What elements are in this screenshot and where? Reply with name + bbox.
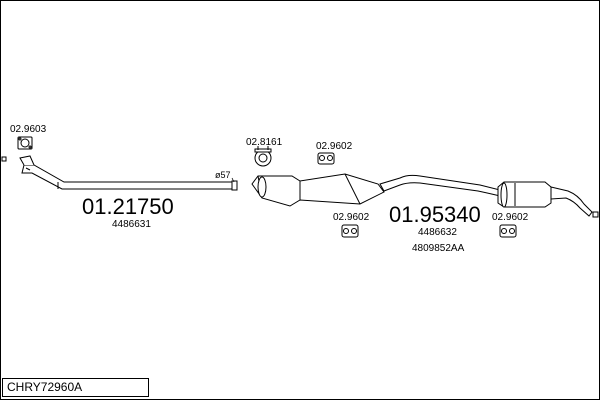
pipe-start-flange bbox=[1, 156, 7, 162]
rubber-mount-icon bbox=[317, 152, 335, 165]
pipe-end-sleeve bbox=[231, 180, 238, 191]
oem-number: 4486632 bbox=[418, 227, 457, 238]
diameter-marker: ø57 bbox=[215, 170, 235, 183]
accessory-part-number: 02.8161 bbox=[246, 137, 283, 148]
rear-silencer bbox=[497, 181, 552, 208]
accessory-part-number: 02.9602 bbox=[316, 141, 353, 152]
section-reference: 01.95340 bbox=[389, 202, 481, 227]
front-pipe bbox=[1, 155, 238, 191]
gasket-icon bbox=[17, 136, 33, 150]
diameter-label: ø57 bbox=[215, 170, 231, 180]
middle-pipe bbox=[379, 174, 501, 197]
diagram-code-box: CHRY72960A bbox=[2, 378, 149, 397]
accessory-part-number: 02.9602 bbox=[492, 212, 529, 223]
tail-pipe-end bbox=[592, 211, 599, 218]
diagram-code: CHRY72960A bbox=[7, 380, 83, 394]
accessory-part-number: 02.9602 bbox=[333, 212, 370, 223]
front-silencer bbox=[251, 173, 385, 207]
clamp-icon bbox=[254, 146, 272, 167]
oem-number: 4809852AA bbox=[412, 243, 465, 254]
front-pipe-outline bbox=[21, 164, 233, 190]
muffler-section bbox=[251, 173, 599, 218]
rubber-mount-icon bbox=[341, 224, 359, 238]
section-reference: 01.21750 bbox=[82, 194, 174, 219]
accessory-part-number: 02.9603 bbox=[10, 124, 47, 135]
rubber-mount-icon bbox=[499, 224, 517, 238]
tail-pipe bbox=[550, 186, 593, 217]
oem-number: 4486631 bbox=[112, 219, 151, 230]
